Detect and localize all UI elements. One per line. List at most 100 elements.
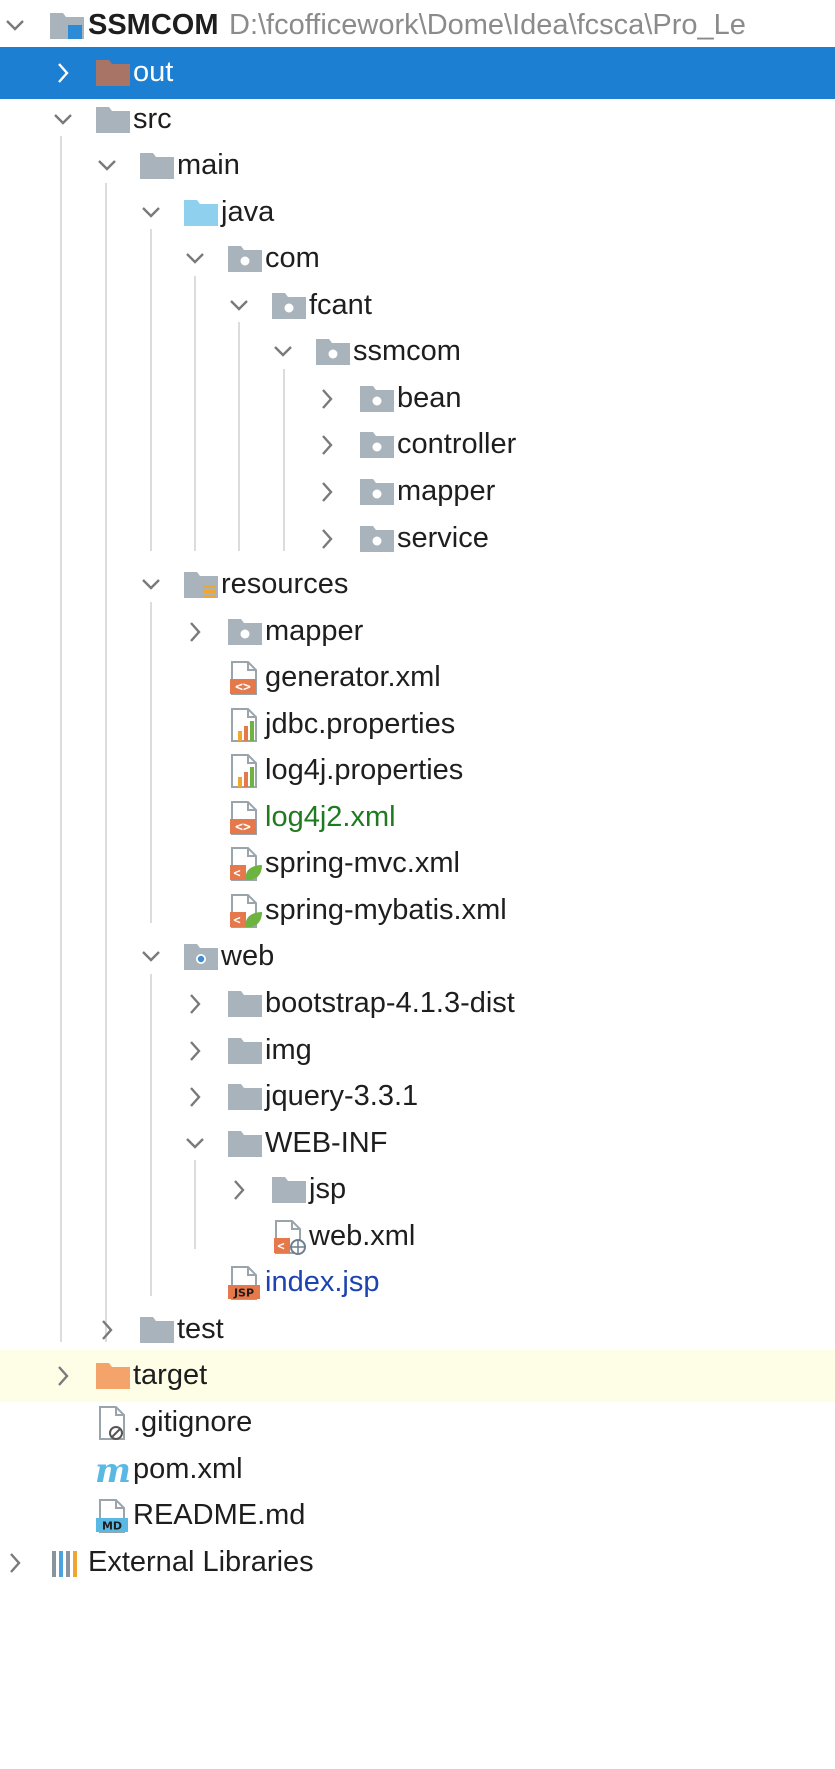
- tree-row[interactable]: fcant: [0, 280, 835, 332]
- chevron-down-icon[interactable]: [226, 290, 252, 322]
- tree-row[interactable]: External Libraries: [0, 1537, 835, 1589]
- chevron-right-icon[interactable]: [314, 476, 340, 508]
- tree-item-label: service: [397, 521, 489, 554]
- tree-row[interactable]: <web.xml: [0, 1211, 835, 1263]
- tree-row[interactable]: com: [0, 233, 835, 285]
- package-icon: [358, 521, 396, 557]
- chevron-right-icon[interactable]: [314, 523, 340, 555]
- tree-item-label: java: [221, 195, 275, 228]
- package-icon: [226, 614, 264, 650]
- tree-row[interactable]: jquery-3.3.1: [0, 1071, 835, 1123]
- chevron-right-icon[interactable]: [50, 57, 76, 89]
- tree-row[interactable]: jsp: [0, 1164, 835, 1216]
- tree-row[interactable]: bean: [0, 373, 835, 425]
- package-icon: [358, 381, 396, 417]
- svg-text:<>: <>: [235, 820, 251, 835]
- tree-row[interactable]: target: [0, 1350, 835, 1403]
- tree-item-label: web: [221, 940, 275, 973]
- tree-guide-line: [60, 136, 62, 1343]
- tree-item-label: test: [177, 1312, 224, 1345]
- tree-item-label: mapper: [397, 474, 496, 507]
- tree-row[interactable]: WEB-INF: [0, 1118, 835, 1170]
- properties-file-icon: [226, 707, 264, 743]
- chevron-right-icon[interactable]: [50, 1360, 76, 1392]
- chevron-down-icon[interactable]: [50, 104, 76, 136]
- project-root-row[interactable]: SSMCOM D:\fcofficework\Dome\Idea\fcsca\P…: [0, 0, 835, 52]
- svg-text:<>: <>: [235, 680, 251, 695]
- package-icon: [358, 474, 396, 510]
- tree-row[interactable]: jdbc.properties: [0, 699, 835, 751]
- chevron-down-icon[interactable]: [94, 150, 120, 182]
- tree-row[interactable]: <spring-mvc.xml: [0, 838, 835, 890]
- tree-item-label: mapper: [265, 614, 364, 647]
- tree-guide-line: [150, 974, 152, 1296]
- folder-icon: [226, 1126, 264, 1162]
- tree-row[interactable]: img: [0, 1025, 835, 1077]
- tree-item-label: bootstrap-4.1.3-dist: [265, 987, 515, 1019]
- chevron-right-icon[interactable]: [182, 616, 208, 648]
- svg-text:m: m: [95, 1452, 131, 1488]
- tree-item-label: com: [265, 242, 320, 275]
- svg-text:<: <: [233, 866, 240, 880]
- tree-item-label: resources: [221, 568, 349, 600]
- tree-row[interactable]: web: [0, 931, 835, 983]
- tree-item-label: target: [133, 1359, 208, 1392]
- chevron-right-icon[interactable]: [182, 988, 208, 1020]
- tree-item-label: ssmcom: [353, 335, 461, 368]
- tree-row[interactable]: .gitignore: [0, 1397, 835, 1449]
- tree-row[interactable]: mapper: [0, 466, 835, 518]
- tree-row[interactable]: main: [0, 140, 835, 192]
- chevron-right-icon[interactable]: [2, 1547, 28, 1579]
- tree-row[interactable]: log4j.properties: [0, 745, 835, 797]
- folder-icon: [226, 1079, 264, 1115]
- resources-folder-icon: [182, 567, 220, 603]
- web-xml-file-icon: <: [270, 1219, 308, 1255]
- chevron-right-icon[interactable]: [314, 383, 340, 415]
- tree-row[interactable]: <spring-mybatis.xml: [0, 885, 835, 937]
- chevron-down-icon[interactable]: [2, 10, 28, 42]
- tree-item-label: src: [133, 102, 172, 135]
- chevron-down-icon[interactable]: [138, 941, 164, 973]
- chevron-right-icon[interactable]: [226, 1174, 252, 1206]
- chevron-right-icon[interactable]: [182, 1035, 208, 1067]
- package-icon: [226, 241, 264, 277]
- tree-row[interactable]: test: [0, 1304, 835, 1356]
- chevron-right-icon[interactable]: [314, 429, 340, 461]
- chevron-right-icon[interactable]: [94, 1314, 120, 1346]
- chevron-down-icon[interactable]: [270, 336, 296, 368]
- tree-item-label: generator.xml: [265, 661, 441, 694]
- folder-icon: [270, 1172, 308, 1208]
- tree-row[interactable]: <> generator.xml: [0, 652, 835, 704]
- tree-item-label: web.xml: [309, 1219, 416, 1252]
- chevron-down-icon[interactable]: [182, 243, 208, 275]
- folder-icon: [94, 102, 132, 138]
- properties-file-icon: [226, 753, 264, 789]
- chevron-right-icon[interactable]: [182, 1081, 208, 1113]
- tree-row[interactable]: java: [0, 187, 835, 239]
- tree-row[interactable]: resources: [0, 559, 835, 611]
- chevron-down-icon[interactable]: [138, 197, 164, 229]
- tree-row[interactable]: <>log4j2.xml: [0, 792, 835, 844]
- tree-row[interactable]: ssmcom: [0, 326, 835, 378]
- tree-item-label: WEB-INF: [265, 1126, 388, 1159]
- package-icon: [314, 334, 352, 370]
- folder-icon: [138, 1312, 176, 1348]
- spring-xml-file-icon: <: [226, 846, 264, 882]
- spring-xml-file-icon: <: [226, 893, 264, 929]
- tree-row[interactable]: src: [0, 94, 835, 146]
- tree-row[interactable]: mapper: [0, 606, 835, 658]
- tree-item-label: out: [133, 56, 174, 88]
- tree-row[interactable]: out: [0, 47, 835, 99]
- chevron-down-icon[interactable]: [138, 569, 164, 601]
- chevron-down-icon[interactable]: [182, 1128, 208, 1160]
- folder-excluded-orange-icon: [94, 1358, 132, 1394]
- tree-item-label: External Libraries: [88, 1545, 314, 1578]
- tree-item-label: jquery-3.3.1: [265, 1080, 419, 1113]
- tree-row[interactable]: service: [0, 513, 835, 565]
- tree-row[interactable]: bootstrap-4.1.3-dist: [0, 978, 835, 1030]
- tree-row[interactable]: controller: [0, 419, 835, 471]
- project-name: SSMCOM: [88, 9, 219, 41]
